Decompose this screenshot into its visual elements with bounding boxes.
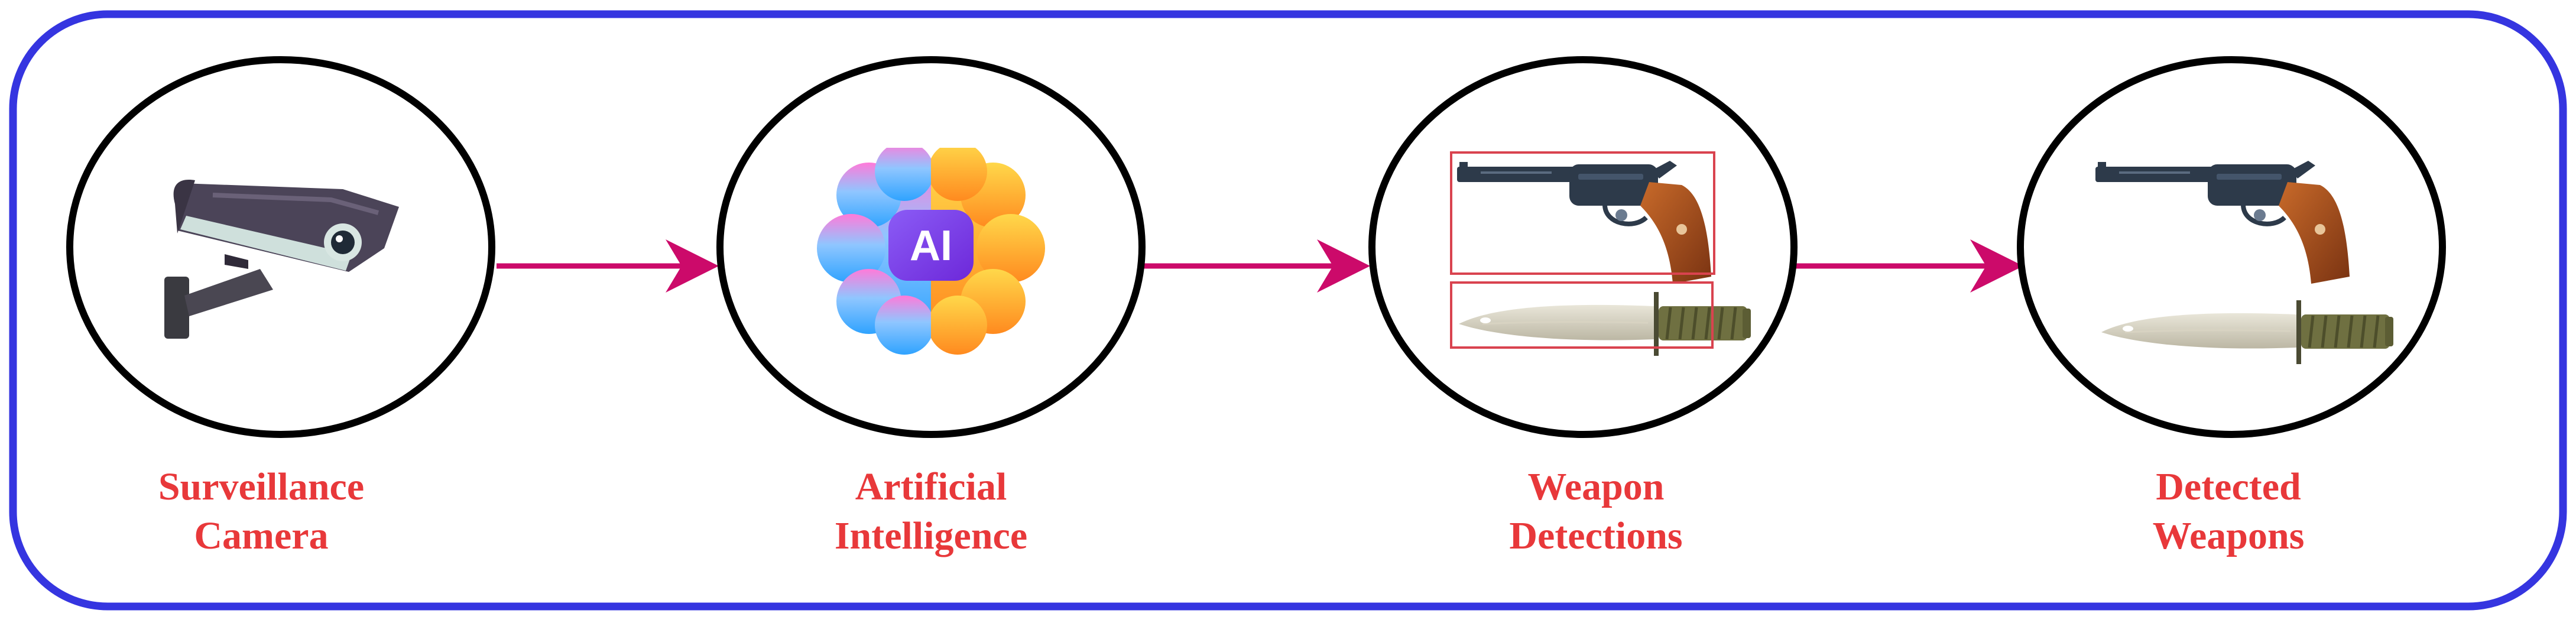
stage-circle: [1368, 56, 1798, 438]
stage-label-line2: Weapons: [2153, 514, 2305, 557]
stage-circle: [2017, 56, 2446, 438]
stage-label-line2: Detections: [1509, 514, 1682, 557]
ai-badge-text: AI: [910, 222, 952, 270]
detection-box-revolver: [1450, 151, 1715, 275]
stage-label-line1: Artificial: [855, 465, 1007, 508]
outer-frame: [9, 10, 2567, 611]
weapons-with-bounding-boxes-icon: [1450, 151, 1751, 356]
stage-label-line1: Surveillance: [158, 465, 364, 508]
stage-artificial-intelligence: AI Artificial Intelligence: [716, 56, 1146, 557]
stage-detected-weapons: Detected Weapons: [2017, 56, 2446, 557]
stage-surveillance-camera: Surveillance Camera: [66, 56, 495, 557]
ai-brain-icon: AI: [817, 148, 1045, 355]
stage-label-line1: Detected: [2156, 465, 2301, 508]
cctv-camera-icon: [164, 180, 399, 339]
detection-box-knife: [1450, 281, 1714, 349]
stage-weapon-detections: Weapon Detections: [1368, 56, 1798, 557]
ai-badge: [888, 210, 974, 281]
stage-label-line2: Intelligence: [835, 514, 1027, 557]
stage-label-line1: Weapon: [1527, 465, 1664, 508]
stage-label-line2: Camera: [194, 514, 328, 557]
